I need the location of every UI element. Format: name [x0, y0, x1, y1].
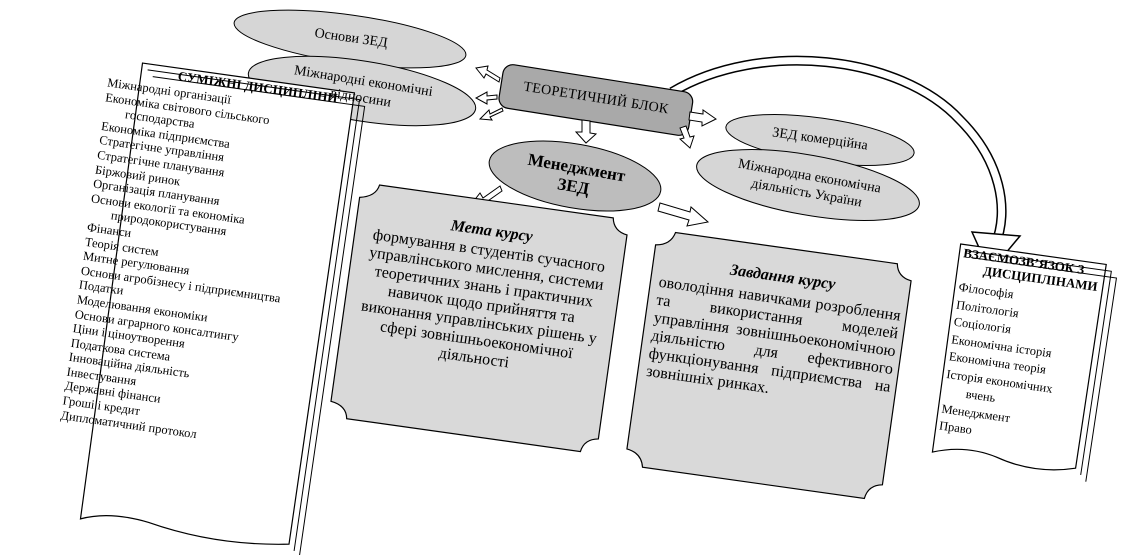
curved-arrow-inner [670, 57, 1006, 247]
arrow-to-tasks [657, 202, 710, 227]
adjacent-paper-shape [79, 62, 356, 545]
relations-paper-shape [931, 243, 1107, 471]
arrow-to-zed-komertsiina [688, 109, 717, 127]
arrow-to-osnovy [475, 65, 501, 83]
tasks-panel: Завдання курсу оволодіння навичками розр… [635, 252, 904, 484]
arrow-down-right [678, 125, 695, 149]
arrow-left-down [478, 107, 504, 121]
oval-management [488, 140, 662, 212]
tasks-box-shape [626, 231, 912, 500]
arrow-to-mizhnarodni [474, 91, 498, 105]
goal-box-shape [330, 184, 628, 453]
arrow-down-management [574, 119, 598, 144]
oval-mizhnarodna [696, 149, 920, 221]
goal-panel: Мета курсу формування в студентів сучасн… [337, 205, 620, 439]
